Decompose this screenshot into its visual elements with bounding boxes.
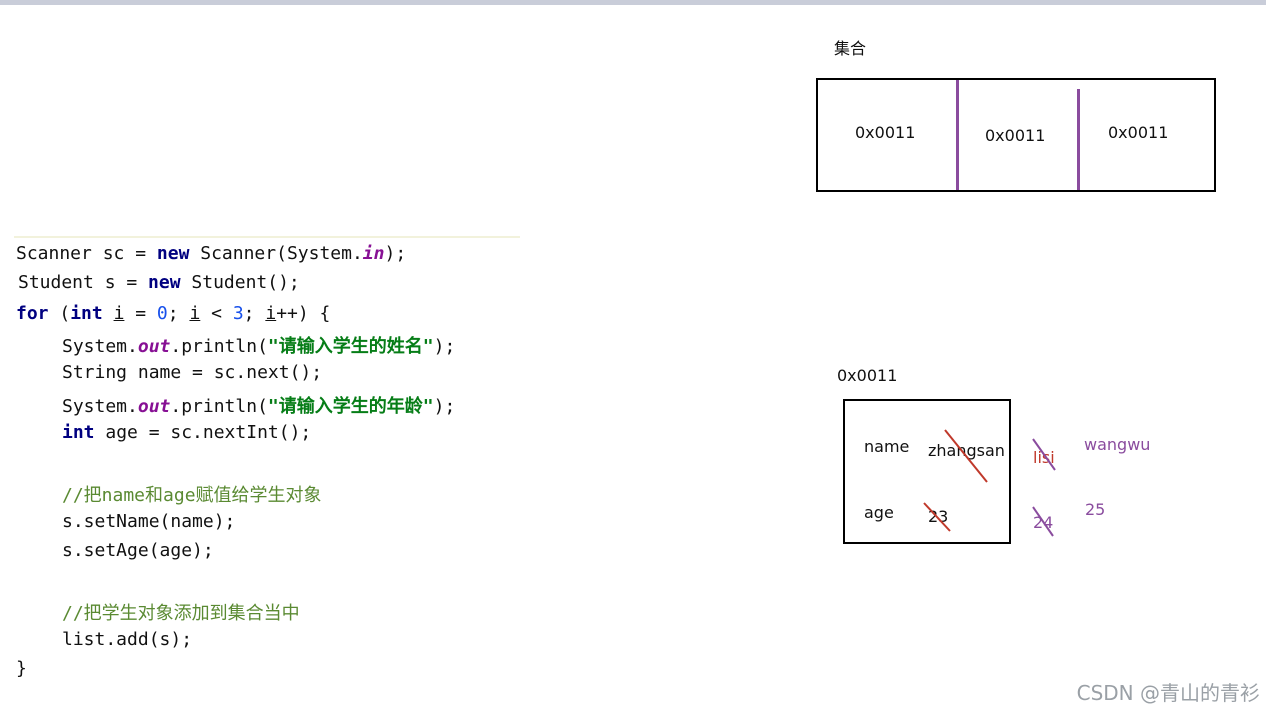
code-line-9: s.setAge(age);	[62, 540, 214, 561]
code-text: Student();	[180, 272, 300, 293]
keyword: for	[16, 303, 49, 324]
code-text: ;	[243, 303, 266, 324]
code-text: .println(	[170, 396, 268, 417]
loop-variable: i	[189, 303, 201, 324]
code-text: =	[124, 303, 157, 324]
loop-variable: i	[265, 303, 277, 324]
code-text: ;	[167, 303, 190, 324]
overwrite-name-2: lisi	[1033, 448, 1055, 467]
code-text: <	[200, 303, 233, 324]
code-text: );	[433, 336, 456, 357]
collection-title: 集合	[834, 39, 867, 58]
code-text: Scanner(System.	[189, 243, 363, 264]
code-line-8: s.setName(name);	[62, 511, 236, 532]
watermark: CSDN @青山的青衫	[1076, 681, 1260, 705]
overwrite-name-3: wangwu	[1084, 435, 1151, 454]
code-line-5: String name = sc.next();	[16, 362, 322, 383]
collection-divider	[956, 80, 959, 190]
keyword: int	[62, 422, 95, 443]
number-literal: 0	[156, 303, 168, 324]
code-line-4: System.out.println("请输入学生的姓名");	[16, 332, 455, 358]
code-line-3: for (int i = 0; i < 3; i++) {	[16, 303, 330, 324]
top-border	[0, 0, 1266, 5]
code-text: ++) {	[276, 303, 331, 324]
collection-box	[816, 78, 1216, 192]
code-text: );	[384, 243, 407, 264]
loop-variable: i	[113, 303, 125, 324]
code-line-10: list.add(s);	[62, 629, 193, 650]
collection-cell: 0x0011	[985, 126, 1046, 145]
object-address: 0x0011	[837, 366, 898, 385]
code-line-11: }	[16, 658, 27, 679]
static-field: out	[137, 336, 171, 357]
code-text: String name = sc.next();	[62, 362, 323, 383]
code-comment-1: //把name和age赋值给学生对象	[62, 485, 322, 506]
collection-cell: 0x0011	[1108, 123, 1169, 142]
number-literal: 3	[232, 303, 244, 324]
code-text	[103, 303, 114, 324]
code-line-1: Scanner sc = new Scanner(System.in);	[16, 243, 406, 264]
code-text: Student s =	[18, 272, 149, 293]
code-text: );	[433, 396, 456, 417]
field-label-age: age	[864, 503, 894, 522]
collection-cell: 0x0011	[855, 123, 916, 142]
code-text: System.	[62, 396, 138, 417]
code-text: .println(	[170, 336, 268, 357]
static-field: out	[137, 396, 171, 417]
student-object-box	[843, 399, 1011, 544]
overwrite-age-2: 24	[1033, 513, 1054, 532]
collection-divider	[1077, 89, 1080, 190]
field-label-name: name	[864, 437, 910, 456]
field-value-age: 23	[928, 507, 949, 526]
string-literal: "请输入学生的姓名"	[267, 336, 434, 357]
code-highlight-rule	[14, 236, 520, 238]
keyword: new	[148, 272, 181, 293]
code-comment-2: //把学生对象添加到集合当中	[62, 603, 300, 624]
code-line-7: int age = sc.nextInt();	[16, 422, 311, 443]
code-line-6: System.out.println("请输入学生的年龄");	[16, 392, 455, 418]
static-field: in	[362, 243, 385, 264]
field-value-name: zhangsan	[928, 441, 1005, 460]
keyword: int	[70, 303, 103, 324]
code-text: System.	[62, 336, 138, 357]
code-line-2: Student s = new Student();	[18, 272, 300, 293]
overwrite-age-3: 25	[1085, 500, 1106, 519]
string-literal: "请输入学生的年龄"	[267, 396, 434, 417]
code-text: age = sc.nextInt();	[94, 422, 312, 443]
keyword: new	[156, 243, 190, 264]
code-text: (	[48, 303, 71, 324]
code-text: Scanner sc =	[16, 243, 157, 264]
